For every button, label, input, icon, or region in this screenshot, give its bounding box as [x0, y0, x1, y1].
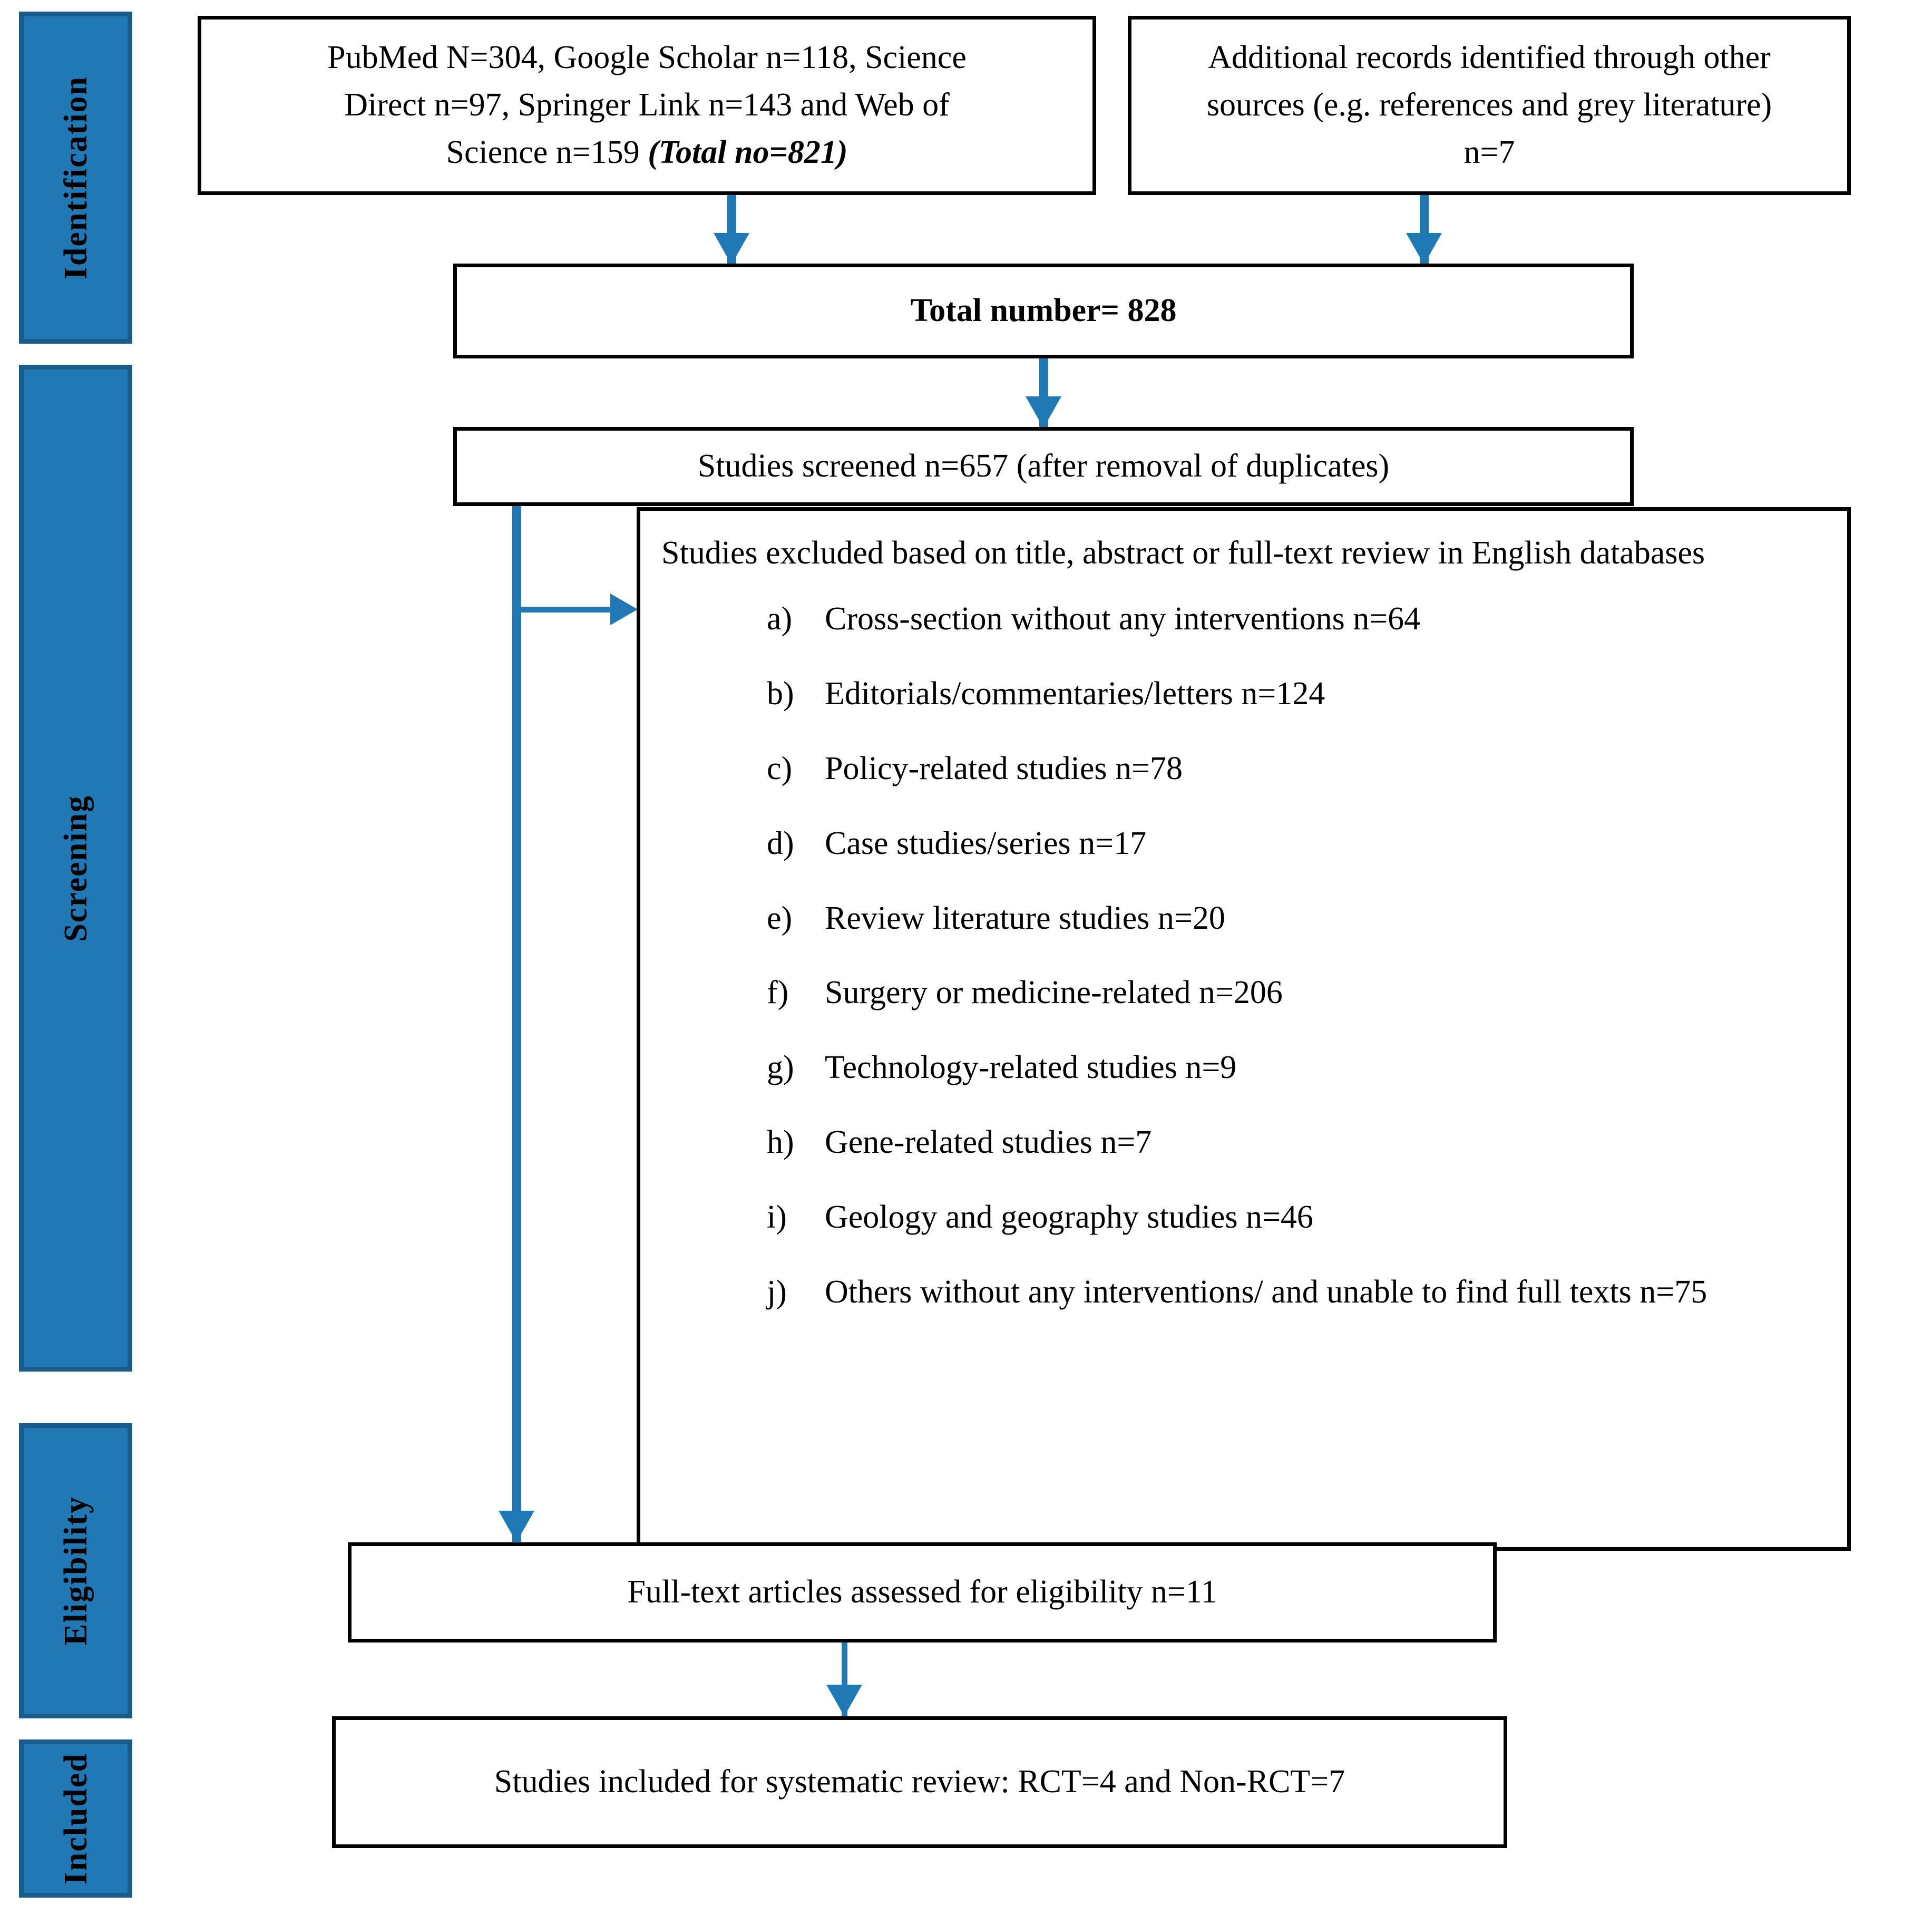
exclusion-text: Others without any interventions/ and un…	[825, 1274, 1707, 1310]
exclusion-text: Cross-section without any interventions …	[825, 601, 1421, 637]
exclusion-text: Editorials/commentaries/letters n=124	[825, 675, 1325, 712]
exclusion-marker: b)	[767, 675, 794, 712]
list-item: b) Editorials/commentaries/letters n=124	[767, 670, 1826, 718]
box-studies-screened-text: Studies screened n=657 (after removal of…	[697, 448, 1390, 484]
exclusion-marker: c)	[767, 750, 793, 786]
exclusion-text: Gene-related studies n=7	[825, 1124, 1152, 1161]
box-total-number: Total number= 828	[453, 264, 1634, 358]
box-database-records-text: PubMed N=304, Google Scholar n=118, Scie…	[316, 34, 978, 177]
connector-screened-trunk-line	[512, 506, 521, 1542]
db-line-2: Direct n=97, Springer Link n=143 and Web…	[344, 87, 950, 123]
exclusion-text: Geology and geography studies n=46	[825, 1199, 1313, 1236]
list-item: j) Others without any interventions/ and…	[767, 1269, 1826, 1316]
exclusion-reason-list: a) Cross-section without any interventio…	[661, 596, 1826, 1316]
box-database-records: PubMed N=304, Google Scholar n=118, Scie…	[198, 16, 1096, 195]
exclusion-text: Case studies/series n=17	[825, 825, 1147, 861]
box-other-sources-text: Additional records identified through ot…	[1195, 34, 1783, 177]
exclusion-marker: a)	[767, 601, 793, 637]
connector-other-sources-to-total-arrowhead	[1406, 233, 1442, 265]
stage-label-screening: Screening	[57, 794, 94, 942]
connector-screened-to-exclusions-arrowhead	[610, 594, 638, 625]
exclusion-marker: j)	[767, 1274, 787, 1310]
stage-bar-screening: Screening	[19, 365, 132, 1372]
exclusion-marker: f)	[767, 975, 789, 1011]
connector-total-to-screened-arrowhead	[1026, 396, 1061, 428]
box-other-sources: Additional records identified through ot…	[1128, 16, 1851, 195]
connector-screened-to-eligibility-arrowhead	[499, 1511, 534, 1542]
box-studies-included-text: Studies included for systematic review: …	[494, 1764, 1345, 1800]
list-item: e) Review literature studies n=20	[767, 895, 1826, 942]
exclusion-text: Review literature studies n=20	[825, 900, 1225, 936]
exclusion-marker: i)	[767, 1199, 787, 1236]
stage-bar-included: Included	[19, 1739, 132, 1898]
list-item: a) Cross-section without any interventio…	[767, 596, 1826, 643]
exclusion-marker: g)	[767, 1049, 794, 1086]
box-studies-screened: Studies screened n=657 (after removal of…	[453, 427, 1634, 506]
connector-databases-to-total-arrowhead	[714, 233, 749, 265]
box-total-number-text: Total number= 828	[899, 287, 1188, 335]
exclusion-marker: d)	[767, 825, 794, 861]
box-studies-included: Studies included for systematic review: …	[332, 1716, 1507, 1848]
exclusion-text: Surgery or medicine-related n=206	[825, 975, 1283, 1011]
other-line-3: n=7	[1463, 134, 1515, 170]
box-fulltext-assessed: Full-text articles assessed for eligibil…	[348, 1542, 1497, 1642]
exclusion-text: Technology-related studies n=9	[825, 1049, 1237, 1086]
connector-eligibility-to-included-line	[842, 1642, 847, 1716]
db-line-3-prefix: Science n=159	[446, 134, 648, 170]
list-item: i) Geology and geography studies n=46	[767, 1194, 1826, 1241]
stage-label-included: Included	[57, 1752, 94, 1885]
other-line-1: Additional records identified through ot…	[1208, 40, 1771, 76]
list-item: f) Surgery or medicine-related n=206	[767, 969, 1826, 1017]
other-line-2: sources (e.g. references and grey litera…	[1206, 87, 1772, 123]
excl-heading-line-1: Studies excluded based on title, abstrac…	[661, 535, 1572, 571]
db-total-emphasis: (Total no=821)	[648, 134, 848, 170]
total-number-label: Total number= 828	[910, 293, 1177, 329]
stage-label-identification: Identification	[57, 75, 94, 280]
list-item: h) Gene-related studies n=7	[767, 1119, 1826, 1167]
excl-heading-line-2: databases	[1579, 535, 1705, 571]
list-item: d) Case studies/series n=17	[767, 820, 1826, 868]
stage-label-eligibility: Eligibility	[57, 1496, 94, 1646]
box-fulltext-assessed-text: Full-text articles assessed for eligibil…	[627, 1574, 1217, 1610]
stage-bar-identification: Identification	[19, 12, 132, 344]
exclusion-text: Policy-related studies n=78	[825, 750, 1183, 786]
stage-bar-eligibility: Eligibility	[19, 1423, 132, 1718]
box-studies-excluded-heading: Studies excluded based on title, abstrac…	[661, 529, 1826, 578]
connector-eligibility-to-included-arrowhead	[826, 1685, 862, 1716]
exclusion-marker: h)	[767, 1124, 794, 1161]
db-line-1: PubMed N=304, Google Scholar n=118, Scie…	[327, 40, 967, 76]
list-item: g) Technology-related studies n=9	[767, 1044, 1826, 1092]
list-item: c) Policy-related studies n=78	[767, 745, 1826, 793]
exclusion-marker: e)	[767, 900, 793, 936]
connector-screened-to-exclusions-line	[521, 607, 613, 613]
box-studies-excluded: Studies excluded based on title, abstrac…	[637, 507, 1851, 1551]
